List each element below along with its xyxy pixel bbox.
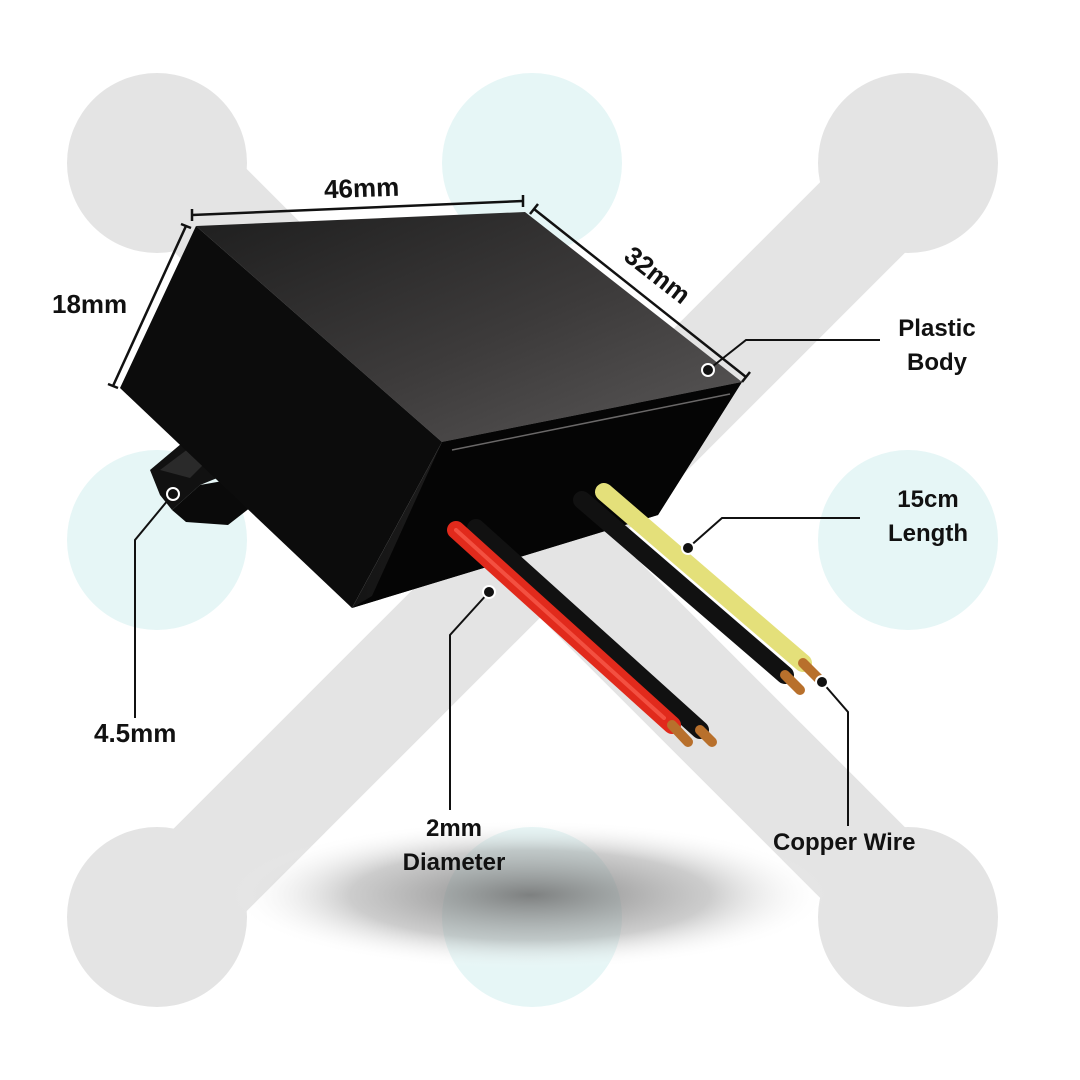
plastic-housing [120,212,742,608]
callout-length-line2: Length [888,520,968,547]
copper-tip-black-1 [695,725,717,747]
callout-lines [134,339,880,826]
copper-tip-black-2 [780,670,805,695]
accent-circle-top [442,73,622,253]
dim-line-depth [533,208,747,378]
leader-plastic-body [707,339,880,371]
callout-diameter-line1: 2mm [425,815,483,842]
dimension-lines [107,195,751,390]
callout-copper-wire: Copper Wire [773,829,916,856]
dim-line-width [191,199,524,217]
callout-dot-icon [701,363,715,377]
copper-tip-red [667,720,693,747]
ground-shadow [230,820,830,970]
leader-mount [134,493,174,718]
callout-plastic-body: Plastic Body [880,312,994,380]
callout-length: 15cm Length [870,483,986,551]
wire-black-1 [467,519,709,739]
callout-diameter: 2mm Diameter [390,812,518,880]
callout-dot-icon [815,675,829,689]
callout-diameter-line2: Diameter [402,849,506,876]
dim-line-height [111,225,188,387]
wire-pair-red-black [447,519,717,747]
housing-front-rim [352,382,742,608]
callout-dot-icon [166,487,180,501]
wire-pair-black-yellow [573,483,823,695]
dim-label-height: 18mm [52,289,128,319]
wire-black-2 [573,491,794,684]
callout-dots [166,363,829,689]
dim-label-width: 46mm [323,171,400,205]
leader-copper [821,681,849,826]
leader-diameter [449,591,490,810]
accent-circle-right [818,450,998,630]
callout-length-line1: 15cm [897,486,959,513]
housing-top [196,212,742,442]
wire-yellow [595,483,812,672]
callout-plastic-body-line1: Plastic [898,315,976,342]
housing-left [120,226,442,608]
dim-label-mount: 4.5mm [94,718,177,748]
leader-length [687,517,860,549]
copper-tip-yellow [798,658,823,683]
callout-dot-icon [482,585,496,599]
callout-dot-icon [681,541,695,555]
callout-plastic-body-line2: Body [907,349,967,376]
